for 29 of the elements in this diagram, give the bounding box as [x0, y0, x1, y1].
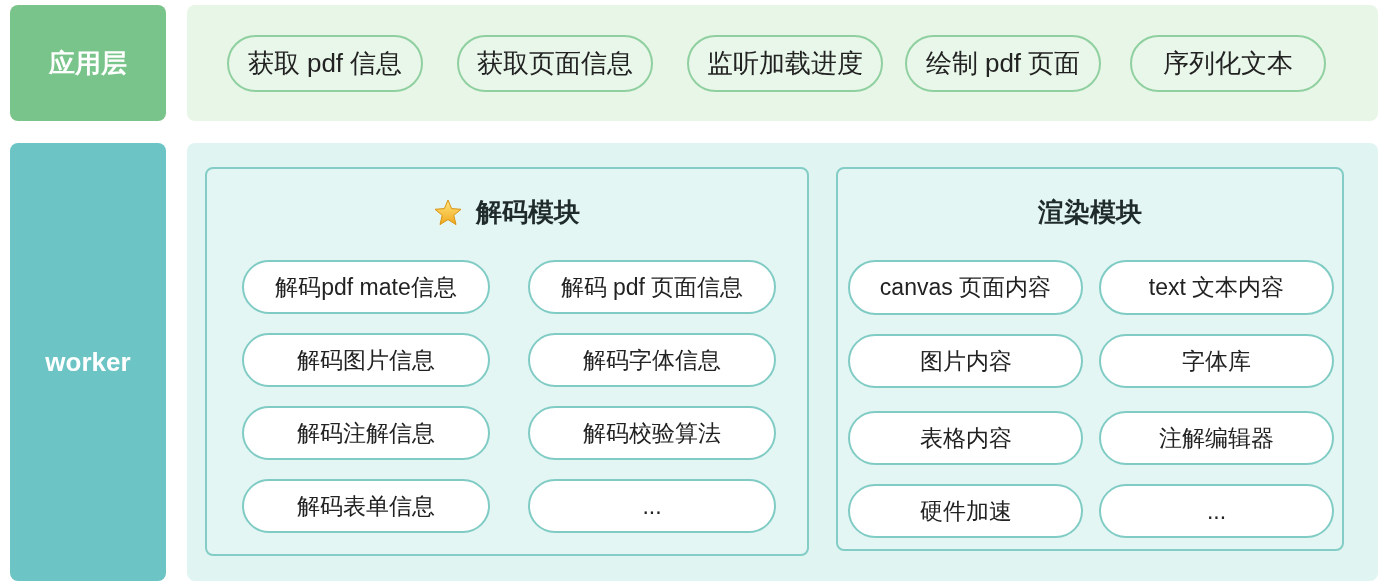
feature-pill: 注解编辑器	[1099, 411, 1334, 465]
feature-pill: 表格内容	[848, 411, 1083, 465]
layer-panel	[187, 143, 1378, 581]
feature-pill: ...	[1099, 484, 1334, 538]
layer-label: 应用层	[10, 5, 166, 121]
feature-pill: 解码注解信息	[242, 406, 490, 460]
feature-pill: 获取 pdf 信息	[227, 35, 423, 92]
feature-pill: 解码表单信息	[242, 479, 490, 533]
module-panel	[205, 167, 809, 556]
feature-pill: text 文本内容	[1099, 260, 1334, 315]
feature-pill: 解码 pdf 页面信息	[528, 260, 776, 314]
feature-pill: 绘制 pdf 页面	[905, 35, 1101, 92]
module-panel	[836, 167, 1344, 551]
layer-label: worker	[10, 143, 166, 581]
feature-pill: 解码pdf mate信息	[242, 260, 490, 314]
feature-pill: ...	[528, 479, 776, 533]
feature-pill: 解码校验算法	[528, 406, 776, 460]
layer-panel	[187, 5, 1378, 121]
module-title: 解码模块	[476, 196, 580, 229]
feature-pill: 图片内容	[848, 334, 1083, 388]
feature-pill: 序列化文本	[1130, 35, 1326, 92]
feature-pill: 获取页面信息	[457, 35, 653, 92]
feature-pill: 解码图片信息	[242, 333, 490, 387]
feature-pill: 字体库	[1099, 334, 1334, 388]
feature-pill: 硬件加速	[848, 484, 1083, 538]
feature-pill: canvas 页面内容	[848, 260, 1083, 315]
feature-pill: 监听加载进度	[687, 35, 883, 92]
feature-pill: 解码字体信息	[528, 333, 776, 387]
module-title: 渲染模块	[1038, 196, 1142, 229]
